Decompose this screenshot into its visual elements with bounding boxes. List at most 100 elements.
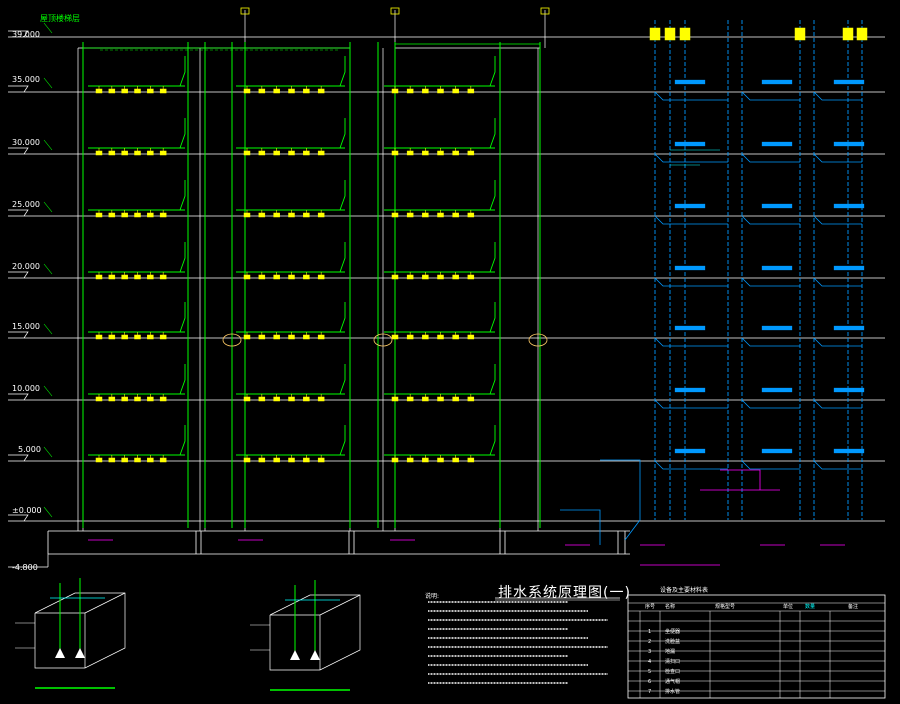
fixture-symbol	[121, 212, 128, 218]
fixture-symbol	[134, 88, 141, 94]
fixture-symbol	[108, 88, 116, 94]
fixture-symbol	[273, 334, 280, 340]
fixture-symbol	[406, 88, 414, 94]
fixture-symbol	[134, 457, 141, 463]
green-offset-pipe	[179, 56, 186, 87]
level-label-10: 10.000	[12, 384, 40, 393]
level-label-5: 5.000	[18, 445, 41, 454]
fixture-symbol	[159, 88, 167, 94]
fixture-symbol	[422, 457, 429, 463]
green-offset-pipe	[489, 56, 496, 87]
green-offset-pipe	[339, 180, 346, 211]
fixture-symbol	[95, 334, 103, 340]
blue-label-box	[674, 325, 706, 331]
blue-stack-cap	[664, 27, 676, 41]
blue-stack-cap	[794, 27, 806, 41]
fixture-symbol	[288, 274, 295, 280]
fixture-symbol	[391, 88, 399, 94]
floor-tag	[43, 323, 53, 335]
fixture-symbol	[108, 396, 116, 402]
fixture-symbol	[452, 274, 459, 280]
floor-tag	[43, 77, 53, 89]
sump-pump-symbol	[55, 648, 65, 658]
table-row-no: 3	[648, 649, 652, 655]
blue-branch-pipe	[654, 215, 728, 225]
green-offset-pipe	[179, 425, 186, 456]
fixture-symbol	[159, 334, 167, 340]
fixture-symbol	[95, 212, 103, 218]
table-row-name: 洗脸盆	[665, 639, 681, 645]
fixture-symbol	[243, 274, 251, 280]
level-label-20: 20.000	[12, 262, 40, 271]
level-label-25: 25.000	[12, 200, 40, 209]
level-marker	[8, 331, 29, 339]
green-offset-pipe	[489, 242, 496, 273]
table-row-name: 检查口	[665, 669, 681, 675]
fixture-symbol	[391, 212, 399, 218]
fixture-symbol	[147, 150, 154, 156]
blue-lower-pipe	[600, 459, 641, 541]
floor-tag	[43, 139, 53, 151]
revision-cloud	[373, 333, 393, 347]
blue-label-box	[761, 203, 793, 209]
fixture-symbol	[121, 150, 128, 156]
blue-label-box	[833, 141, 865, 147]
fixture-symbol	[121, 457, 128, 463]
fixture-symbol	[121, 274, 128, 280]
blue-label-box	[761, 79, 793, 85]
blue-label-box	[674, 265, 706, 271]
green-offset-pipe	[339, 242, 346, 273]
material-table-frame	[627, 594, 886, 699]
floor-tag	[43, 22, 53, 34]
fixture-symbol	[422, 212, 429, 218]
green-offset-pipe	[179, 180, 186, 211]
blue-label-box	[761, 387, 793, 393]
green-offset-pipe	[179, 242, 186, 273]
blue-label-box	[761, 141, 793, 147]
fixture-symbol	[243, 334, 251, 340]
fixture-symbol	[437, 274, 444, 280]
revision-cloud	[222, 333, 242, 347]
blue-branch-pipe	[813, 153, 862, 163]
fixture-symbol	[147, 274, 154, 280]
fixture-symbol	[147, 88, 154, 94]
fixture-symbol	[467, 88, 475, 94]
fixture-symbol	[288, 212, 295, 218]
floor-tag	[43, 506, 53, 518]
fixture-symbol	[391, 274, 399, 280]
fixture-symbol	[303, 274, 310, 280]
table-row-no: 2	[648, 639, 652, 645]
roof-label: 屋顶楼梯层	[40, 14, 80, 23]
fixture-symbol	[406, 150, 414, 156]
fixture-symbol	[121, 88, 128, 94]
table-row-name: 通气帽	[665, 679, 681, 685]
level-marker	[8, 85, 29, 93]
blue-stack-cap	[679, 27, 691, 41]
fixture-symbol	[258, 457, 266, 463]
blue-label-box	[761, 448, 793, 454]
blue-branch-pipe	[741, 460, 800, 470]
fixture-symbol	[391, 396, 399, 402]
fixture-symbol	[288, 88, 295, 94]
blue-branch-pipe	[654, 277, 728, 287]
fixture-symbol	[288, 396, 295, 402]
table-row-name: 排水管	[665, 689, 681, 695]
blue-branch-pipe	[654, 460, 728, 470]
sump-pump-symbol	[310, 650, 320, 660]
level-marker	[8, 30, 29, 38]
blue-stack-cap	[649, 27, 661, 41]
fixture-symbol	[303, 212, 310, 218]
fixture-symbol	[406, 212, 414, 218]
roof-vent-cap	[540, 7, 550, 15]
blue-label-box	[833, 203, 865, 209]
fixture-symbol	[317, 334, 325, 340]
fixture-symbol	[452, 396, 459, 402]
fixture-symbol	[437, 150, 444, 156]
roof-vent-cap	[240, 7, 250, 15]
fixture-symbol	[303, 457, 310, 463]
fixture-symbol	[134, 212, 141, 218]
fixture-symbol	[303, 150, 310, 156]
fixture-symbol	[108, 274, 116, 280]
fixture-symbol	[159, 457, 167, 463]
fixture-symbol	[406, 457, 414, 463]
